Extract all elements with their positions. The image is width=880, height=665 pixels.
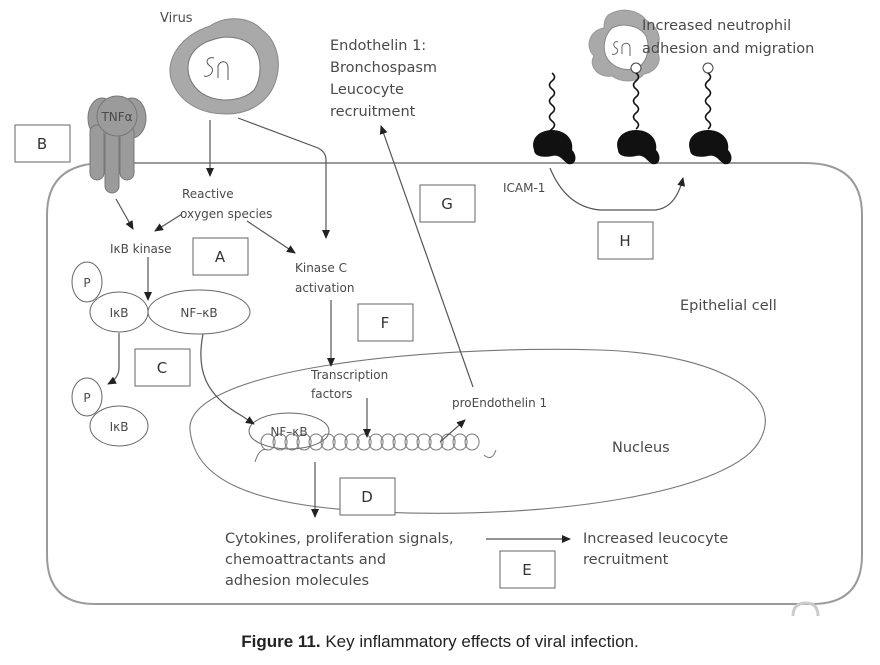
- epithelial-cell-label: Epithelial cell: [680, 298, 777, 314]
- svg-text:D: D: [361, 488, 373, 506]
- svg-text:B: B: [37, 135, 47, 153]
- label-box-d: D: [339, 477, 396, 516]
- leucocyte-recruitment-label: Increased leucocyte recruitment: [583, 531, 733, 568]
- transcription-factors-label: Transcription factors: [310, 368, 392, 401]
- ikb-label-bottom: IκB: [110, 420, 129, 434]
- pro-endothelin-label: proEndothelin 1: [452, 396, 547, 410]
- virus-label: Virus: [160, 11, 193, 26]
- reactive-oxygen-label: Reactive oxygen species: [180, 187, 272, 221]
- virus-particle: [169, 18, 279, 115]
- figure-caption: Figure 11. Key inflammatory effects of v…: [0, 632, 880, 652]
- nucleus-membrane: [189, 348, 766, 514]
- ikb-kinase-label: IκB kinase: [110, 242, 172, 256]
- nucleus-label: Nucleus: [612, 440, 670, 456]
- figure-caption-text: Key inflammatory effects of viral infect…: [320, 632, 639, 651]
- watermark-fragment: [791, 601, 820, 617]
- tnf-alpha-receptor: [87, 95, 147, 194]
- svg-text:E: E: [522, 561, 531, 579]
- endothelin-effects-label: Endothelin 1: Bronchospasm Leucocyte rec…: [330, 38, 442, 120]
- figure-number: Figure 11.: [241, 632, 321, 651]
- neutrophil-label: Increased neutrophil adhesion and migrat…: [642, 18, 814, 57]
- label-box-e: E: [499, 550, 556, 589]
- cytokines-label: Cytokines, proliferation signals, chemoa…: [225, 531, 458, 589]
- svg-text:C: C: [157, 359, 167, 377]
- label-box-c: C: [134, 348, 191, 387]
- svg-text:F: F: [381, 314, 390, 332]
- diagram-canvas: B A C F G H D E Virus TNFα Reactive oxyg…: [14, 9, 863, 617]
- label-box-a: A: [192, 237, 249, 276]
- icam-virus-complex: [533, 9, 732, 165]
- kinase-c-label: Kinase C activation: [295, 261, 354, 295]
- icam-label: ICAM-1: [503, 181, 545, 195]
- ikb-label-top: IκB: [110, 306, 129, 320]
- viral-rna-icon: [203, 57, 229, 80]
- svg-text:G: G: [441, 195, 453, 213]
- p-label-top: P: [83, 276, 90, 290]
- svg-text:H: H: [619, 232, 630, 250]
- nfkb-label-cytoplasm: NF–κB: [180, 306, 217, 320]
- phosphorylated-ikb: [71, 377, 149, 447]
- label-box-b: B: [14, 124, 71, 163]
- tnf-alpha-label: TNFα: [100, 110, 132, 124]
- p-label-bottom: P: [83, 391, 90, 405]
- arrows: [107, 117, 686, 543]
- label-box-f: F: [357, 303, 414, 342]
- ikb-complex: [71, 261, 251, 335]
- label-box-h: H: [597, 221, 654, 260]
- label-box-g: G: [419, 184, 476, 223]
- nfkb-label-nucleus: NF–κB: [270, 425, 307, 439]
- svg-text:A: A: [215, 248, 226, 266]
